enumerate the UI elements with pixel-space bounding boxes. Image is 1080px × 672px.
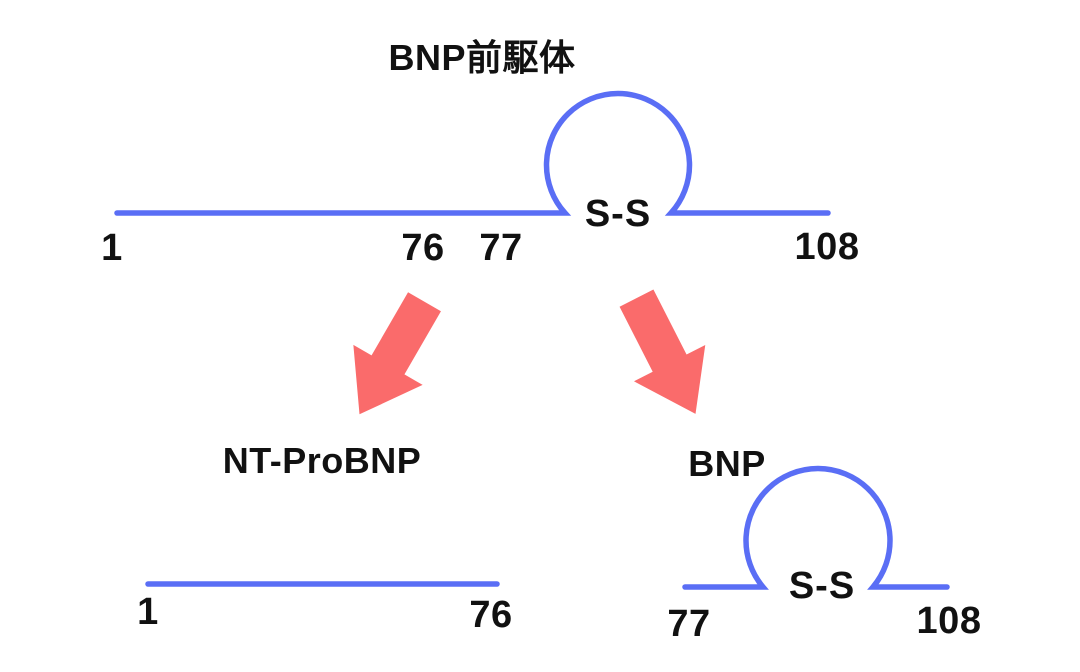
precursor-residue-cleave-left: 76: [401, 227, 445, 269]
cleavage-arrow-down-left-icon: [353, 292, 441, 415]
precursor-title: BNP前駆体: [388, 37, 576, 78]
cleavage-arrow-down-right-icon: [619, 289, 706, 414]
bnp-disulfide-label: S-S: [788, 565, 856, 607]
bnp-chain-with-loop: [682, 465, 950, 590]
precursor-chain-with-loop: [114, 90, 831, 216]
nt-probnp-residue-start: 1: [137, 591, 159, 633]
precursor-residue-cleave-right: 77: [479, 227, 523, 269]
bnp-residue-end: 108: [916, 600, 982, 642]
nt-probnp-residue-end: 76: [469, 594, 513, 636]
precursor-residue-start: 1: [101, 227, 123, 269]
bnp-title: BNP: [688, 443, 766, 484]
bnp-residue-start: 77: [667, 603, 711, 645]
nt-probnp-title: NT-ProBNP: [222, 440, 422, 481]
precursor-residue-end: 108: [794, 226, 860, 268]
precursor-disulfide-label: S-S: [584, 193, 652, 235]
